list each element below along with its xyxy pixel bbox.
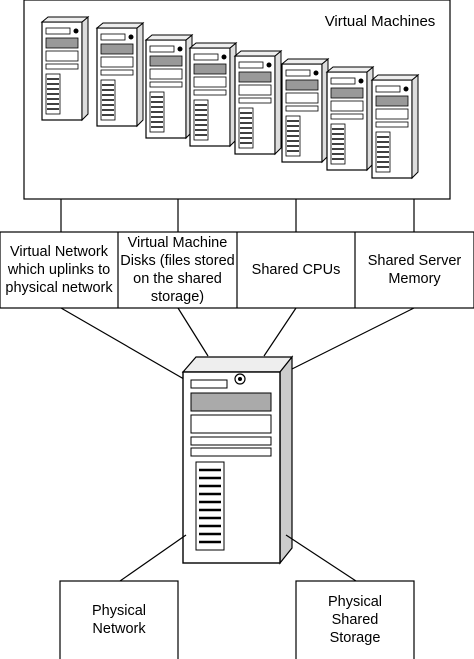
physical-storage-box	[295, 580, 415, 659]
virtual-machines-title: Virtual Machines	[324, 13, 436, 30]
shared-cpus-label: Shared CPUs	[251, 262, 341, 278]
physical-network-label: Physical Network	[92, 603, 146, 637]
vm-server-icon	[371, 74, 419, 179]
vm-server-icon	[326, 66, 374, 171]
vm-server-icon	[234, 50, 282, 155]
host-server-icon	[181, 355, 294, 565]
vm-disks-label: Virtual Machine Disks (files stored on t…	[120, 235, 235, 305]
physical-network-box	[59, 580, 179, 659]
shared-memory-label: Shared Server Memory	[367, 253, 462, 287]
vm-connectors	[60, 199, 415, 232]
vm-server-icon	[41, 16, 89, 121]
virtual-network-label: Virtual Network which uplinks to physica…	[5, 244, 113, 296]
vm-server-icon	[189, 42, 237, 147]
resource-dividers	[117, 232, 356, 308]
vm-server-icon	[281, 58, 329, 163]
physical-storage-label: Physical Shared Storage	[328, 594, 382, 646]
vm-server-icon	[96, 22, 144, 127]
host-connectors	[60, 307, 415, 387]
physical-connectors	[119, 534, 357, 582]
vm-server-icon	[145, 34, 193, 139]
